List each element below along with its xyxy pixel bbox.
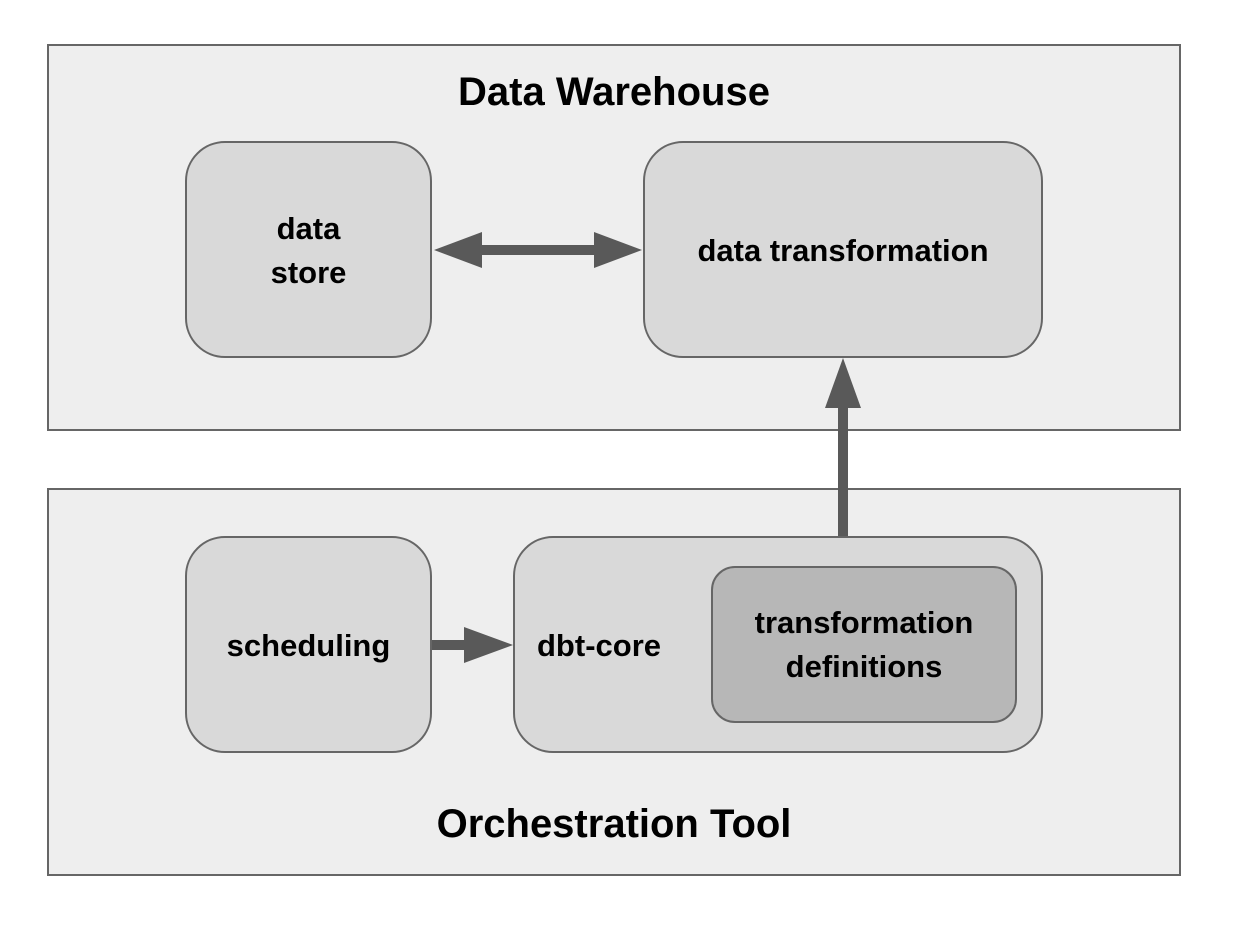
data-transformation-label: data transformation [697,233,989,268]
transformation-definitions-line2: definitions [785,649,943,684]
dbt-transformation-arrow-shaft [838,405,848,536]
scheduling-label: scheduling [226,628,391,663]
store-transformation-arrow-right-head [594,232,642,268]
orchestration-tool-title: Orchestration Tool [436,802,792,846]
dbt-transformation-arrow-head [825,358,861,408]
data-store-label-line2: store [270,255,347,290]
transformation-definitions-label: transformation definitions [713,601,1015,689]
transformation-definitions-box: transformation definitions [711,566,1017,723]
data-store-box: data store [185,141,432,358]
data-store-label-line1: data [276,211,341,246]
dbt-core-label: dbt-core [537,628,661,663]
scheduling-dbt-arrow [432,627,513,663]
store-transformation-arrow-shaft [480,245,596,255]
scheduling-dbt-arrow-head [464,627,513,663]
store-transformation-arrow [434,232,642,268]
data-store-label: data store [187,207,430,295]
scheduling-dbt-arrow-shaft [432,640,466,650]
store-transformation-arrow-left-head [434,232,482,268]
scheduling-box: scheduling [185,536,432,753]
dbt-transformation-arrow [825,358,861,536]
data-transformation-box: data transformation [643,141,1043,358]
data-warehouse-title: Data Warehouse [458,70,770,114]
transformation-definitions-line1: transformation [754,605,974,640]
